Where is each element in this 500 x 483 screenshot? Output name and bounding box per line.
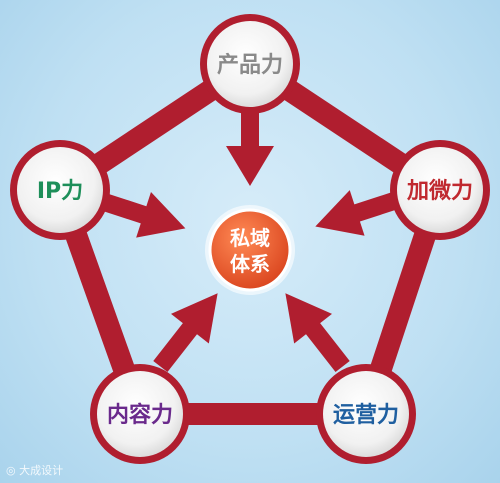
node-left: IP力 [10,140,110,240]
node-label-top: 产品力 [217,53,283,78]
arrow-from-top [226,110,274,186]
node-right: 加微力 [390,140,490,240]
weibo-icon: ◎ [6,464,20,477]
node-bottom-right: 运营力 [316,364,416,464]
node-label-right: 加微力 [406,178,473,204]
center-node: 私域 体系 [205,205,295,295]
arrows [97,110,404,373]
arrow-from-bottom-left [153,293,218,373]
node-label-bottom-right: 运营力 [333,403,399,428]
watermark: ◎ 大成设计 [6,462,63,478]
node-label-left: IP力 [37,179,83,204]
arrow-from-left [97,191,186,238]
center-label-line2: 体系 [230,252,270,276]
center-label-line1: 私域 [230,226,270,250]
watermark-text: 大成设计 [19,464,64,477]
node-bottom-left: 内容力 [90,364,190,464]
node-label-bottom-left: 内容力 [107,402,173,428]
node-top: 产品力 [200,14,300,114]
arrow-from-bottom-right [285,293,350,373]
